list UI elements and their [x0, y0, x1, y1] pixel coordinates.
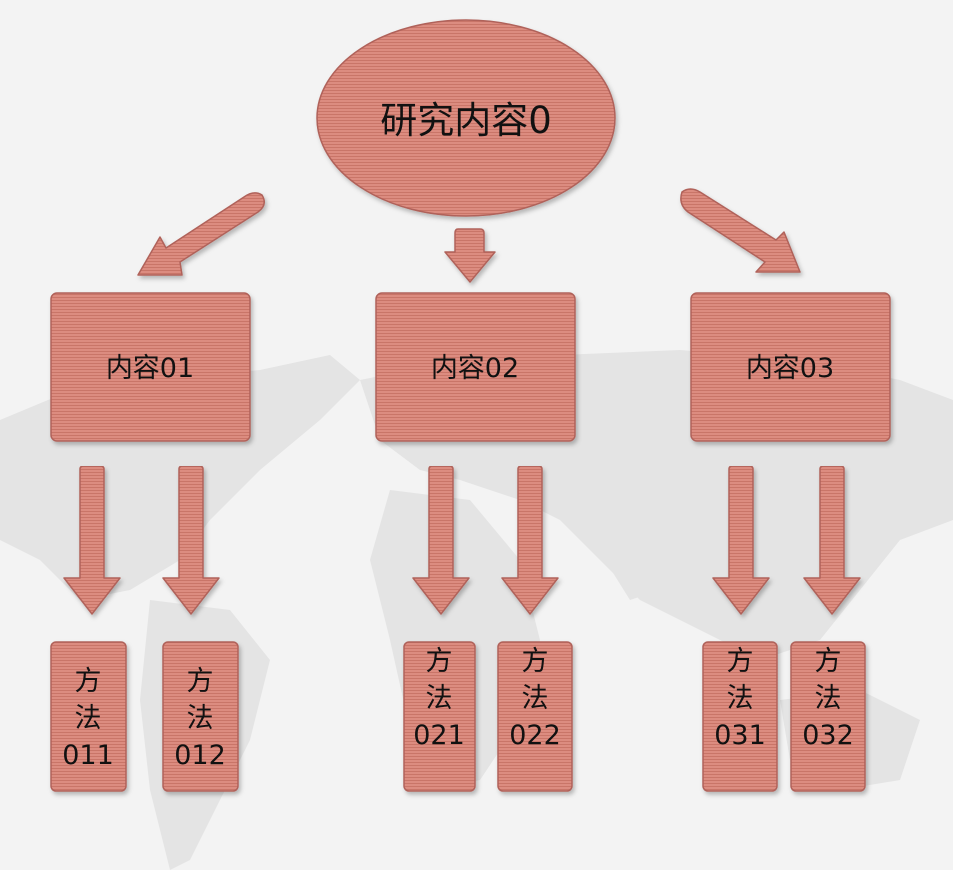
method-011-line2: 法: [75, 703, 102, 734]
content-box-01: [50, 292, 251, 442]
method-box-021: [403, 641, 476, 792]
arrow-content02-to-method022: [501, 466, 559, 615]
method-022-line2: 法: [522, 683, 549, 714]
method-031-line3: 031: [714, 720, 766, 751]
content-label-03: 内容03: [746, 353, 834, 384]
method-box-032: [790, 641, 866, 792]
method-011-line3: 011: [62, 740, 114, 771]
method-box-012: [162, 641, 239, 792]
content-label-01: 内容01: [106, 353, 194, 384]
arrow-content01-to-method011: [63, 466, 121, 615]
root-node: [316, 19, 616, 217]
content-label-02: 内容02: [431, 353, 519, 384]
root-label: 研究内容0: [380, 99, 552, 142]
arrow-content01-to-method012: [162, 466, 220, 615]
method-box-031: [702, 641, 778, 792]
method-021-line1: 方: [426, 646, 453, 677]
method-012-line3: 012: [174, 740, 226, 771]
method-032-line2: 法: [815, 683, 842, 714]
method-032-line1: 方: [815, 646, 842, 677]
method-021-line2: 法: [426, 683, 453, 714]
method-012-line2: 法: [187, 703, 214, 734]
arrow-content02-to-method021: [412, 466, 470, 615]
method-box-022: [497, 641, 573, 792]
arrow-root-to-content02: [444, 228, 496, 283]
arrow-root-to-content01: [137, 192, 265, 276]
method-021-line3: 021: [413, 720, 465, 751]
arrow-content03-to-method032: [803, 466, 861, 615]
arrow-root-to-content03: [680, 188, 801, 273]
method-031-line2: 法: [727, 683, 754, 714]
method-011-line1: 方: [75, 666, 102, 697]
content-box-03: [690, 292, 891, 442]
method-022-line1: 方: [522, 646, 549, 677]
method-box-011: [50, 641, 127, 792]
method-022-line3: 022: [509, 720, 561, 751]
method-031-line1: 方: [727, 646, 754, 677]
content-box-02: [375, 292, 576, 442]
method-012-line1: 方: [187, 666, 214, 697]
method-032-line3: 032: [802, 720, 854, 751]
arrow-content03-to-method031: [712, 466, 770, 615]
